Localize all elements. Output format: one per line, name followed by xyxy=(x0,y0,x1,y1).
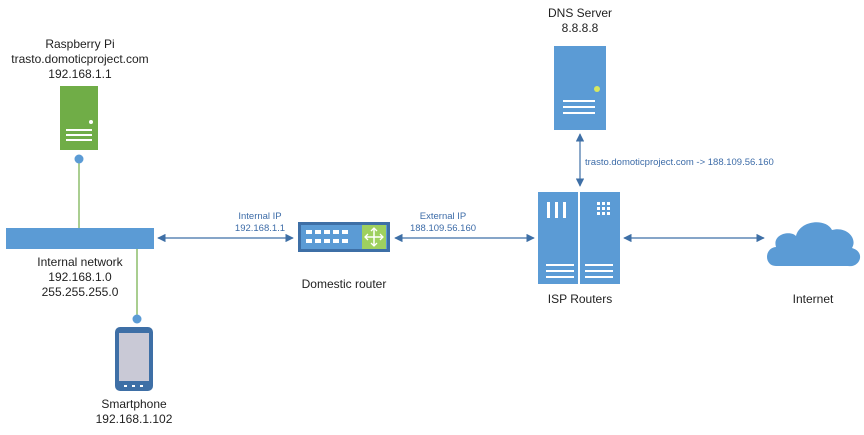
smartphone-connector-dot xyxy=(132,314,142,324)
internal-ip-value: 192.168.1.1 xyxy=(234,223,286,234)
internet-name: Internet xyxy=(792,292,834,306)
dns-resolution-text: trasto.domoticproject.com -> 188.109.56.… xyxy=(585,157,774,168)
external-ip-title: External IP xyxy=(419,211,467,222)
raspberry-pi-name: Raspberry Pi xyxy=(45,37,115,51)
external-ip-label: External IP 188.109.56.160 xyxy=(388,211,498,235)
isp-routers-name: ISP Routers xyxy=(547,292,613,306)
dns-server-name: DNS Server xyxy=(547,6,612,20)
raspberry-pi-host: trasto.domoticproject.com xyxy=(11,52,149,66)
internal-network-name: Internal network xyxy=(37,255,123,269)
dns-server-label: DNS Server 8.8.8.8 xyxy=(520,6,640,36)
smartphone-icon xyxy=(115,327,153,391)
domestic-router-icon xyxy=(298,222,390,252)
pi-connector-dot xyxy=(74,154,84,164)
domestic-router-name: Domestic router xyxy=(301,277,387,291)
external-ip-value: 188.109.56.160 xyxy=(409,223,477,234)
internal-ip-title: Internal IP xyxy=(238,211,282,222)
dns-server-ip: 8.8.8.8 xyxy=(561,21,599,35)
internet-cloud-icon xyxy=(767,222,861,267)
internal-network-bar xyxy=(6,228,154,249)
internal-ip-label: Internal IP 192.168.1.1 xyxy=(205,211,315,235)
smartphone-ip: 192.168.1.102 xyxy=(95,412,173,426)
dns-server-icon xyxy=(554,46,606,130)
internal-network-mask: 255.255.255.0 xyxy=(41,285,119,299)
smartphone-label: Smartphone 192.168.1.102 xyxy=(64,397,204,427)
smartphone-name: Smartphone xyxy=(101,397,167,411)
internal-network-ip: 192.168.1.0 xyxy=(48,270,112,284)
raspberry-pi-label: Raspberry Pi trasto.domoticproject.com 1… xyxy=(0,37,160,82)
isp-routers-label: ISP Routers xyxy=(520,292,640,307)
dns-resolution-label: trasto.domoticproject.com -> 188.109.56.… xyxy=(585,157,774,169)
internet-label: Internet xyxy=(768,292,858,307)
domestic-router-label: Domestic router xyxy=(284,277,404,292)
raspberry-pi-ip: 192.168.1.1 xyxy=(48,67,112,81)
isp-routers-icon xyxy=(538,192,620,284)
raspberry-pi-server-icon xyxy=(60,86,98,150)
internal-network-label: Internal network 192.168.1.0 255.255.255… xyxy=(0,255,160,300)
